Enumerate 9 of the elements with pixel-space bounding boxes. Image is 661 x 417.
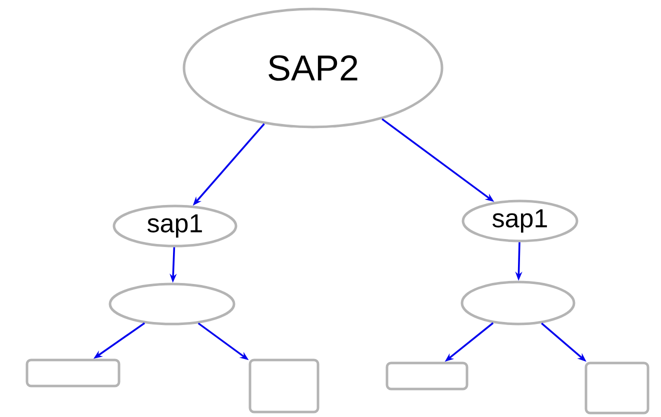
box-node — [386, 362, 468, 390]
ellipse-node: sap1 — [462, 200, 578, 242]
ellipse-node — [460, 280, 576, 326]
box-node — [584, 362, 650, 414]
ellipse-node: SAP2 — [182, 8, 444, 128]
ellipse-node: sap1 — [112, 204, 238, 248]
box-node — [26, 358, 120, 388]
ellipse-node — [108, 282, 236, 326]
box-node — [248, 358, 320, 414]
